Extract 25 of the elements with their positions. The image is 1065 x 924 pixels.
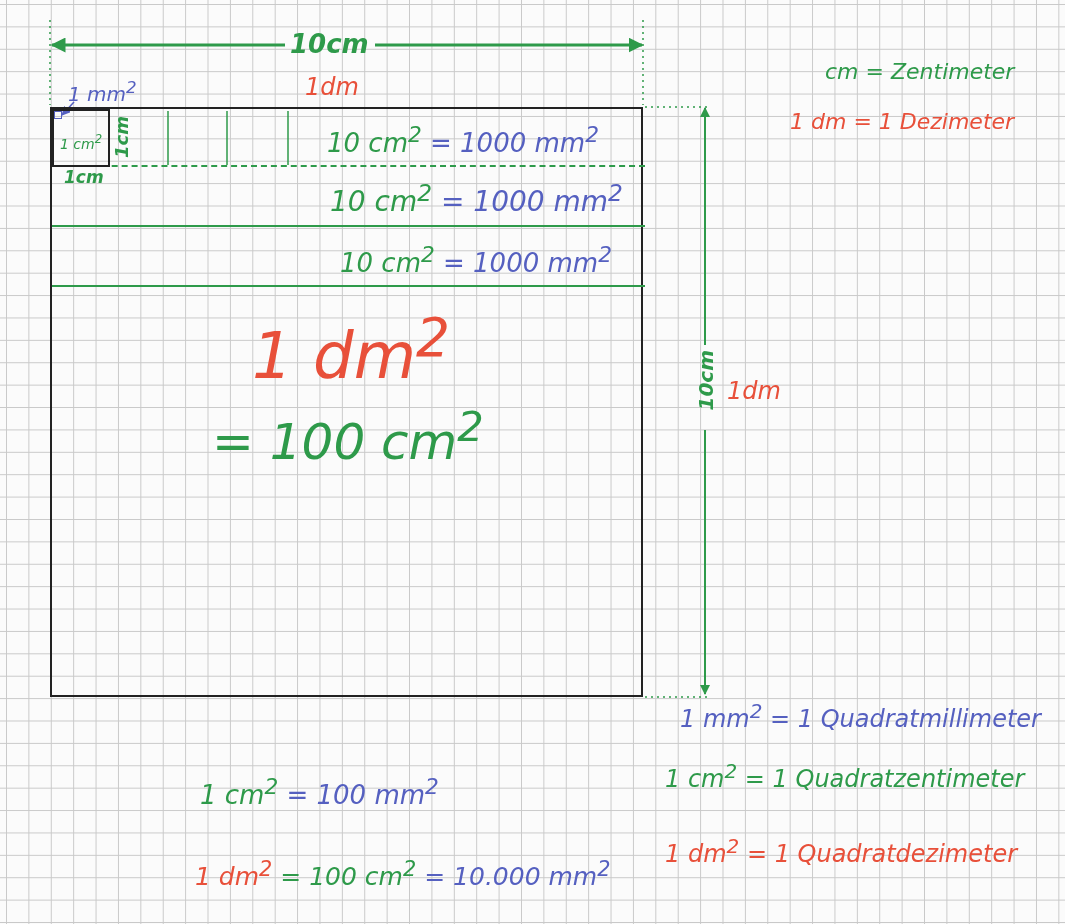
strip-band (52, 109, 645, 167)
dimension-label: 1cm (112, 116, 132, 158)
note-text: cm = Zentimeter (825, 60, 1015, 85)
area-label: 10 cm$^{2}$ = 1000 mm$^{2}$ (340, 243, 612, 278)
small-square (52, 109, 110, 167)
dimension-label: 1dm (727, 378, 781, 405)
dimension-label: 10cm (695, 350, 717, 411)
area-label: 1 mm$^{2}$ (68, 78, 148, 106)
dimension-label: 1dm (305, 74, 359, 101)
square-outline (50, 107, 643, 697)
note-text: 1 cm$^{2}$ = 1 Quadratzentimeter (665, 760, 1025, 793)
area-label: 10 cm$^{2}$ = 1000 mm$^{2}$ (330, 181, 623, 219)
area-label: = 100 cm$^{2}$ (212, 404, 484, 470)
equation-text: 1 dm$^{2}$ = 100 cm$^{2}$ = 10.000 mm$^{2}$ (195, 858, 611, 891)
equation-text: 1 cm$^{2}$ = 100 mm$^{2}$ (200, 775, 439, 810)
area-label: 1 cm$^{2}$ (60, 133, 103, 153)
tiny-square (54, 111, 62, 119)
area-label: 1 dm$^{2}$ (252, 309, 450, 392)
note-text: 1 dm = 1 Dezimeter (790, 110, 1015, 135)
area-label: 10 cm$^{2}$ = 1000 mm$^{2}$ (327, 123, 599, 158)
leader-line (61, 101, 75, 116)
note-text: 1 mm$^{2}$ = 1 Quadratmillimeter (680, 700, 1041, 733)
dimension-label: 10cm (290, 30, 369, 59)
dimension-label: 1cm (64, 168, 104, 187)
note-text: 1 dm$^{2}$ = 1 Quadratdezimeter (665, 835, 1017, 868)
